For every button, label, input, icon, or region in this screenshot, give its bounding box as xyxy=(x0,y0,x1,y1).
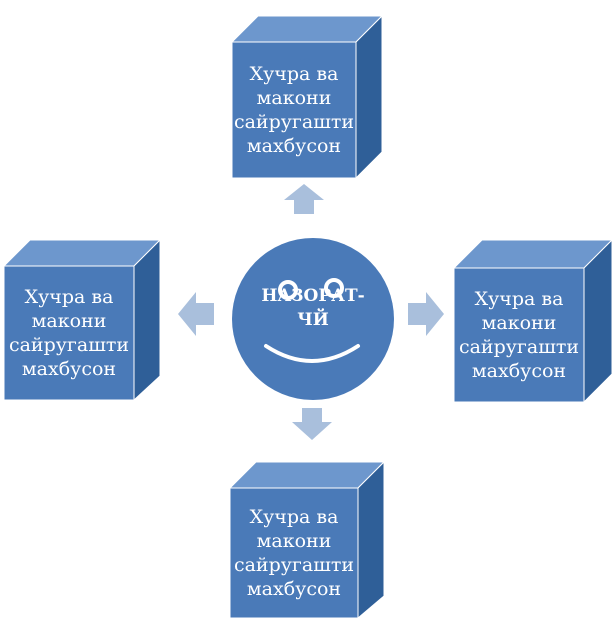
cube-left-line-2: макони xyxy=(31,310,107,332)
cube-left-line-3: сайругашти xyxy=(8,334,130,356)
cube-left-shape xyxy=(4,238,162,402)
arrow-down-icon xyxy=(292,408,332,440)
cube-top: Хучра ва макони сайругашти махбусон xyxy=(232,10,412,190)
cube-top-line-2: макони xyxy=(256,87,332,109)
cube-bottom-line-2: макони xyxy=(256,530,332,552)
cube-right-shape xyxy=(454,238,614,404)
face-layer xyxy=(264,278,360,363)
arrow-left-icon xyxy=(178,292,214,336)
cube-left-label: Хучра ва макони сайругашти махбусон xyxy=(4,266,134,400)
cube-top-line-4: махбусон xyxy=(246,135,342,157)
diagram-canvas: Хучра ва макони сайругашти махбусон Хучр… xyxy=(4,10,616,618)
cube-right-line-4: махбусон xyxy=(471,360,567,382)
center-title-line-2: ЧЙ xyxy=(297,310,329,330)
cube-bottom-line-1: Хучра ва xyxy=(249,506,339,528)
cube-left: Хучра ва макони сайругашти махбусон xyxy=(4,234,184,414)
cube-bottom-shape xyxy=(230,460,386,618)
cube-left-line-1: Хучра ва xyxy=(24,286,114,308)
left-eye-icon xyxy=(278,280,298,300)
smile-icon xyxy=(264,344,360,363)
cube-right-label: Хучра ва макони сайругашти махбусон xyxy=(454,268,584,402)
center-title-line-1: НАЗОРАТ- xyxy=(261,286,365,306)
cube-top-shape xyxy=(232,14,384,180)
arrow-up-icon xyxy=(284,184,324,214)
cube-bottom: Хучра ва макони сайругашти махбусон xyxy=(230,456,410,636)
arrow-right-icon xyxy=(408,292,444,336)
cube-bottom-line-4: махбусон xyxy=(246,578,342,600)
cube-top-line-3: сайругашти xyxy=(233,111,355,133)
cube-right-line-2: макони xyxy=(481,312,557,334)
arrows-layer xyxy=(178,184,444,440)
cube-bottom-label: Хучра ва макони сайругашти махбусон xyxy=(230,488,358,618)
center-circle xyxy=(232,238,394,400)
cube-right-line-1: Хучра ва xyxy=(474,288,564,310)
cube-right-line-3: сайругашти xyxy=(458,336,580,358)
cube-left-line-4: махбусон xyxy=(21,358,117,380)
center-title: НАЗОРАТ- ЧЙ xyxy=(236,284,390,332)
cube-bottom-line-3: сайругашти xyxy=(233,554,355,576)
cube-right: Хучра ва макони сайругашти махбусон xyxy=(454,234,616,414)
cube-top-line-1: Хучра ва xyxy=(249,63,339,85)
cube-top-label: Хучра ва макони сайругашти махбусон xyxy=(232,42,356,178)
right-eye-icon xyxy=(324,278,344,298)
